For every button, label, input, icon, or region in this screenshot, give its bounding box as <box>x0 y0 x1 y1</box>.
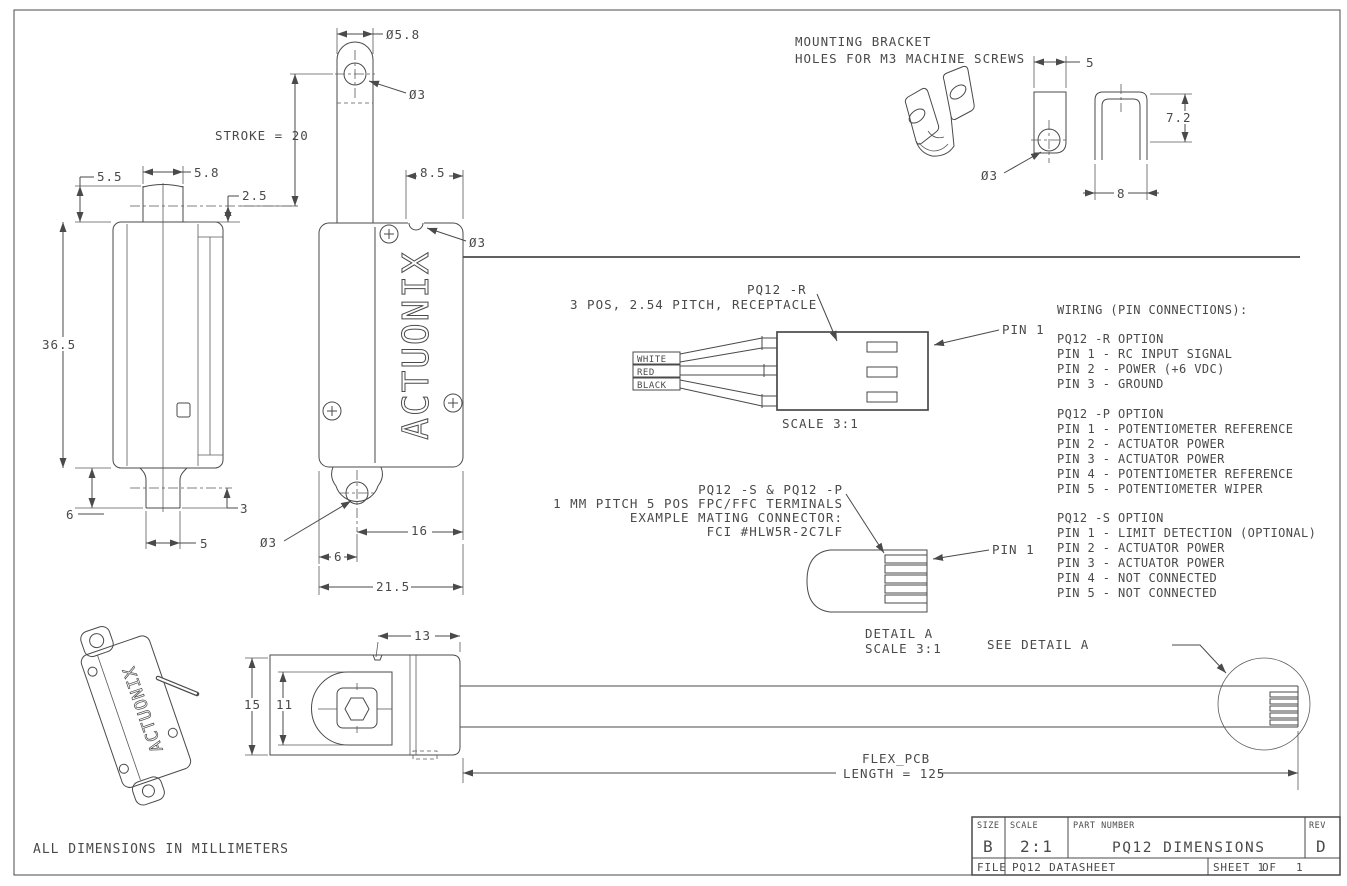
drawing-border <box>13 9 1341 876</box>
bracket-note-line2: HOLES FOR M3 MACHINE SCREWS <box>795 51 1025 66</box>
detail-a-callout-circle <box>1217 657 1311 751</box>
size-label: SIZE <box>977 821 999 831</box>
connector-r-scale-label: SCALE 3:1 <box>782 416 859 431</box>
scale-label: SCALE <box>1010 821 1038 831</box>
wiring-s-pin5: PIN 5 - NOT CONNECTED <box>1057 586 1217 600</box>
brand-logo-side: ACTUONIX <box>396 250 437 439</box>
dim-21-5-label: 21.5 <box>376 579 410 594</box>
wire-black-label: BLACK <box>637 381 667 391</box>
wiring-p-pin4: PIN 4 - POTENTIOMETER REFERENCE <box>1057 467 1293 481</box>
side-view: Ø5.8 Ø3 STROKE = 20 ACTUONIX Ø3 8. <box>215 27 1300 595</box>
wiring-s-heading: PQ12 -S OPTION <box>1057 511 1164 525</box>
connector-sp-desc2: EXAMPLE MATING CONNECTOR: <box>630 510 843 525</box>
dim-15-label: 15 <box>244 697 261 712</box>
dim-16-label: 16 <box>411 523 428 538</box>
connector-sp-desc1: 1 MM PITCH 5 POS FPC/FFC TERMINALS <box>553 496 843 511</box>
connector-sp-detail: PQ12 -S & PQ12 -P 1 MM PITCH 5 POS FPC/F… <box>553 482 1035 656</box>
sheet-total: 1 <box>1296 861 1303 874</box>
connector-r-detail: PQ12 -R 3 POS, 2.54 PITCH, RECEPTACLE WH… <box>570 282 1045 431</box>
title-block: SIZE B SCALE 2:1 PART NUMBER PQ12 DIMENS… <box>971 816 1341 876</box>
screw-icon <box>322 401 342 421</box>
wiring-p-pin2: PIN 2 - ACTUATOR POWER <box>1057 437 1225 451</box>
bracket-front-view: 7.2 8 <box>1083 84 1192 201</box>
screw-icon <box>443 393 463 413</box>
file-value: PQ12 DATASHEET <box>1012 861 1116 874</box>
bottom-view: 13 15 11 <box>242 628 1311 790</box>
size-value: B <box>983 837 994 856</box>
wiring-r-pin2: PIN 2 - POWER (+6 VDC) <box>1057 362 1225 376</box>
wiring-s-pin1: PIN 1 - LIMIT DETECTION (OPTIONAL) <box>1057 526 1316 540</box>
flex-pcb-label: FLEX_PCB <box>862 751 930 766</box>
flex-terminal-stripes <box>884 554 928 604</box>
wiring-title: WIRING (PIN CONNECTIONS): <box>1057 303 1248 317</box>
detail-a-label: DETAIL A <box>865 626 933 641</box>
rev-value: D <box>1316 837 1327 856</box>
bracket-dim-7-2-label: 7.2 <box>1166 110 1192 125</box>
wiring-notes: WIRING (PIN CONNECTIONS): PQ12 -R OPTION… <box>1057 303 1316 600</box>
iso-view: ACTUONIX <box>80 626 200 806</box>
wiring-p-pin1: PIN 1 - POTENTIOMETER REFERENCE <box>1057 422 1293 436</box>
bracket-dim-8-label: 8 <box>1117 186 1126 201</box>
connector-sp-desc3: FCI #HLW5R-2C7LF <box>707 524 843 539</box>
wiring-p-pin5: PIN 5 - POTENTIOMETER WIPER <box>1057 482 1263 496</box>
connector-r-pin1-label: PIN 1 <box>1002 322 1045 337</box>
connector-r-label: PQ12 -R <box>747 282 807 297</box>
wiring-r-pin1: PIN 1 - RC INPUT SIGNAL <box>1057 347 1232 361</box>
dim-8-5-label: 8.5 <box>420 165 446 180</box>
dim-11-label: 11 <box>276 697 293 712</box>
dim-6-side-label: 6 <box>334 549 343 564</box>
wiring-s-pin2: PIN 2 - ACTUATOR POWER <box>1057 541 1225 555</box>
dim-13-label: 13 <box>414 628 431 643</box>
wiring-p-pin3: PIN 3 - ACTUATOR POWER <box>1057 452 1225 466</box>
dim-5-label: 5 <box>200 536 209 551</box>
dim-3-label: 3 <box>240 501 249 516</box>
file-label: FILE <box>977 861 1007 874</box>
connector-sp-pin1-label: PIN 1 <box>992 542 1035 557</box>
stroke-label: STROKE = 20 <box>215 128 309 143</box>
scale-value: 2:1 <box>1020 837 1053 856</box>
bracket-note-line1: MOUNTING BRACKET <box>795 34 931 49</box>
dia-3-notch-label: Ø3 <box>469 235 486 250</box>
dim-6-label: 6 <box>66 507 75 522</box>
front-view: 5.5 5.8 2.5 36.5 6 3 5 <box>40 165 298 551</box>
wiring-r-heading: PQ12 -R OPTION <box>1057 332 1164 346</box>
bracket-iso-view <box>904 65 975 157</box>
dim-2-5-label: 2.5 <box>242 188 268 203</box>
see-detail-a-label: SEE DETAIL A <box>987 637 1089 652</box>
dim-5-5-label: 5.5 <box>97 169 123 184</box>
part-number-label: PART NUMBER <box>1073 821 1135 831</box>
wiring-s-pin3: PIN 3 - ACTUATOR POWER <box>1057 556 1225 570</box>
wiring-p-heading: PQ12 -P OPTION <box>1057 407 1164 421</box>
flex-end-stripes <box>1269 691 1299 726</box>
bracket-dia-3-label: Ø3 <box>981 168 998 183</box>
dia-3-rod-label: Ø3 <box>409 87 426 102</box>
units-note: ALL DIMENSIONS IN MILLIMETERS <box>33 842 289 857</box>
bracket-dim-5-label: 5 <box>1086 55 1095 70</box>
detail-a-scale-label: SCALE 3:1 <box>865 641 942 656</box>
sheet-label: SHEET 1 <box>1213 861 1265 874</box>
wiring-s-pin4: PIN 4 - NOT CONNECTED <box>1057 571 1217 585</box>
screw-icon <box>379 224 399 244</box>
wiring-r-pin3: PIN 3 - GROUND <box>1057 377 1164 391</box>
connector-r-description: 3 POS, 2.54 PITCH, RECEPTACLE <box>570 297 817 312</box>
connector-sp-label: PQ12 -S & PQ12 -P <box>698 482 843 497</box>
dia-5-8-label: Ø5.8 <box>386 27 420 42</box>
dim-5-8-label: 5.8 <box>194 165 220 180</box>
wire-white-label: WHITE <box>637 355 667 365</box>
rev-label: REV <box>1309 821 1326 831</box>
dim-36-5-label: 36.5 <box>42 337 76 352</box>
sheet-of-label: OF <box>1262 861 1277 874</box>
flex-length-label: LENGTH = 125 <box>843 766 945 781</box>
dia-3-hole-label: Ø3 <box>260 535 277 550</box>
wire-red-label: RED <box>637 368 655 378</box>
bracket-side-view: 5 Ø3 <box>981 55 1095 183</box>
part-number-value: PQ12 DIMENSIONS <box>1112 840 1265 856</box>
mounting-bracket-section: MOUNTING BRACKET HOLES FOR M3 MACHINE SC… <box>795 34 1192 201</box>
